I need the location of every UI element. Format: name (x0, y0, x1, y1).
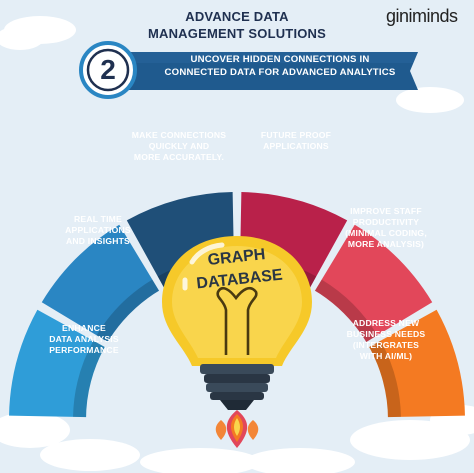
segment-label-line: MORE ANALYSIS) (347, 239, 425, 249)
segment-label-line: PRODUCTIVITY (352, 217, 420, 227)
segment-label-line: PERFORMANCE (49, 345, 119, 355)
segment-label-line: APPLICATIONS (65, 225, 131, 235)
ring-segment (314, 224, 433, 343)
title-line-2: MANAGEMENT SOLUTIONS (147, 26, 327, 41)
bulb-text-line-2: DATABASE (196, 267, 284, 293)
ring-segment-shadow (368, 340, 401, 418)
ring-segment (9, 309, 106, 418)
clouds (0, 16, 474, 473)
segment-label-line: MORE ACCURATELY. (133, 152, 225, 162)
ring-segment (368, 309, 465, 418)
banner-text: UNCOVER HIDDEN CONNECTIONS IN CONNECTED … (140, 53, 420, 79)
step-number-badge (79, 41, 137, 99)
bulb-text-line-1: GRAPH (207, 246, 266, 269)
brand-logo: giniminds (386, 6, 458, 26)
segment-label-line: ADDRESS NEW (352, 318, 420, 328)
segment-label-line: WITH AI/ML) (359, 351, 413, 361)
segment-label-business: ADDRESS NEW BUSINESS NEEDS (INTERGRATES … (334, 318, 438, 362)
segment-ring (9, 192, 465, 418)
segment-label-line: (MINIMAL CODING, (345, 228, 427, 238)
segment-label-realtime: REAL TIME APPLICATIONS AND INSIGHTS (50, 214, 146, 247)
segment-label-enhance: ENHANCE DATA ANALYSIS PERFORMANCE (36, 323, 132, 356)
segment-label-line: AND INSIGHTS (66, 236, 130, 246)
segment-label-line: QUICKLY AND (148, 141, 210, 151)
ring-segment-shadow (314, 279, 378, 343)
banner-line-1: UNCOVER HIDDEN CONNECTIONS IN (190, 54, 370, 65)
banner-line-2: CONNECTED DATA FOR ADVANCED ANALYTICS (164, 67, 396, 78)
segment-label-line: FUTURE PROOF (260, 130, 332, 140)
segment-label-connections: MAKE CONNECTIONS QUICKLY AND MORE ACCURA… (124, 130, 234, 163)
segment-label-line: BUSINESS NEEDS (346, 329, 426, 339)
flame (215, 410, 259, 448)
segment-label-line: MAKE CONNECTIONS (131, 130, 227, 140)
segment-label-line: REAL TIME (74, 214, 122, 224)
ring-segment-shadow (73, 340, 106, 418)
segment-label-futureproof: FUTURE PROOF APPLICATIONS (246, 130, 346, 152)
segment-label-productivity: IMPROVE STAFF PRODUCTIVITY (MINIMAL CODI… (334, 206, 438, 250)
segment-label-line: APPLICATIONS (263, 141, 329, 151)
banner-ribbon (108, 52, 418, 90)
segment-label-line: IMPROVE STAFF (350, 206, 422, 216)
lightbulb (162, 236, 312, 410)
step-number: 2 (100, 54, 116, 85)
segment-label-line: DATA ANALYSIS (49, 334, 119, 344)
segment-label-line: (INTERGRATES (352, 340, 420, 350)
ring-segment-shadow (96, 279, 160, 343)
ring-segment (41, 224, 160, 343)
title-line-1: ADVANCE DATA (185, 9, 289, 24)
segment-label-line: ENHANCE (62, 323, 106, 333)
page-title: ADVANCE DATA MANAGEMENT SOLUTIONS (130, 8, 344, 42)
